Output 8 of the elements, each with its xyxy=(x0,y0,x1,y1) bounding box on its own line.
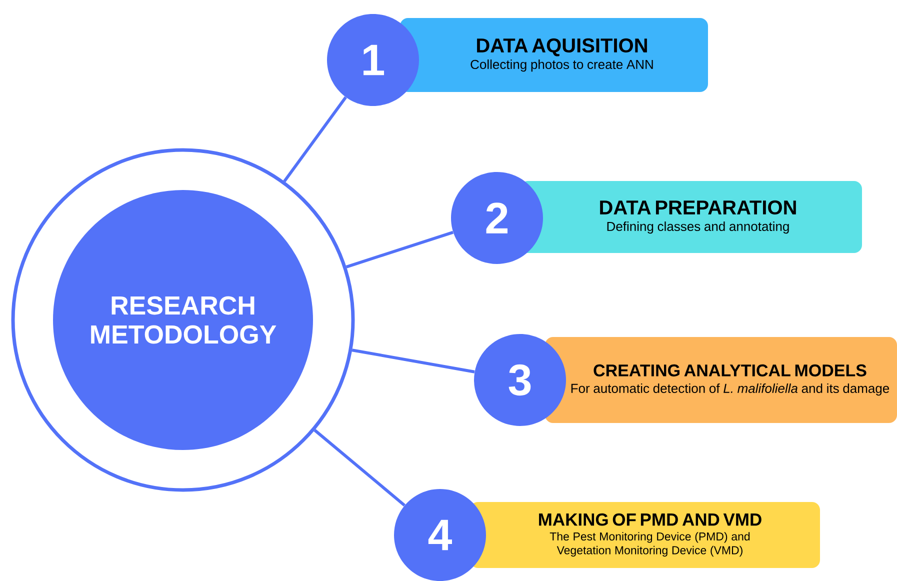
step-box: CREATING ANALYTICAL MODELS For automatic detection of L. malifoliella and its damage xyxy=(545,337,897,423)
step-box: MAKING OF PMD AND VMD The Pest Monitoring Device (PMD) and Vegetation Monitoring Device (VMD) xyxy=(470,502,820,568)
connector-line xyxy=(283,96,347,182)
connector-line xyxy=(352,348,475,374)
connector-line xyxy=(314,429,406,506)
step-box: DATA PREPARATION Defining classes and annotating xyxy=(520,181,862,253)
connector-line xyxy=(346,230,454,268)
step-box: DATA AQUISITION Collecting photos to create ANN xyxy=(400,18,708,92)
